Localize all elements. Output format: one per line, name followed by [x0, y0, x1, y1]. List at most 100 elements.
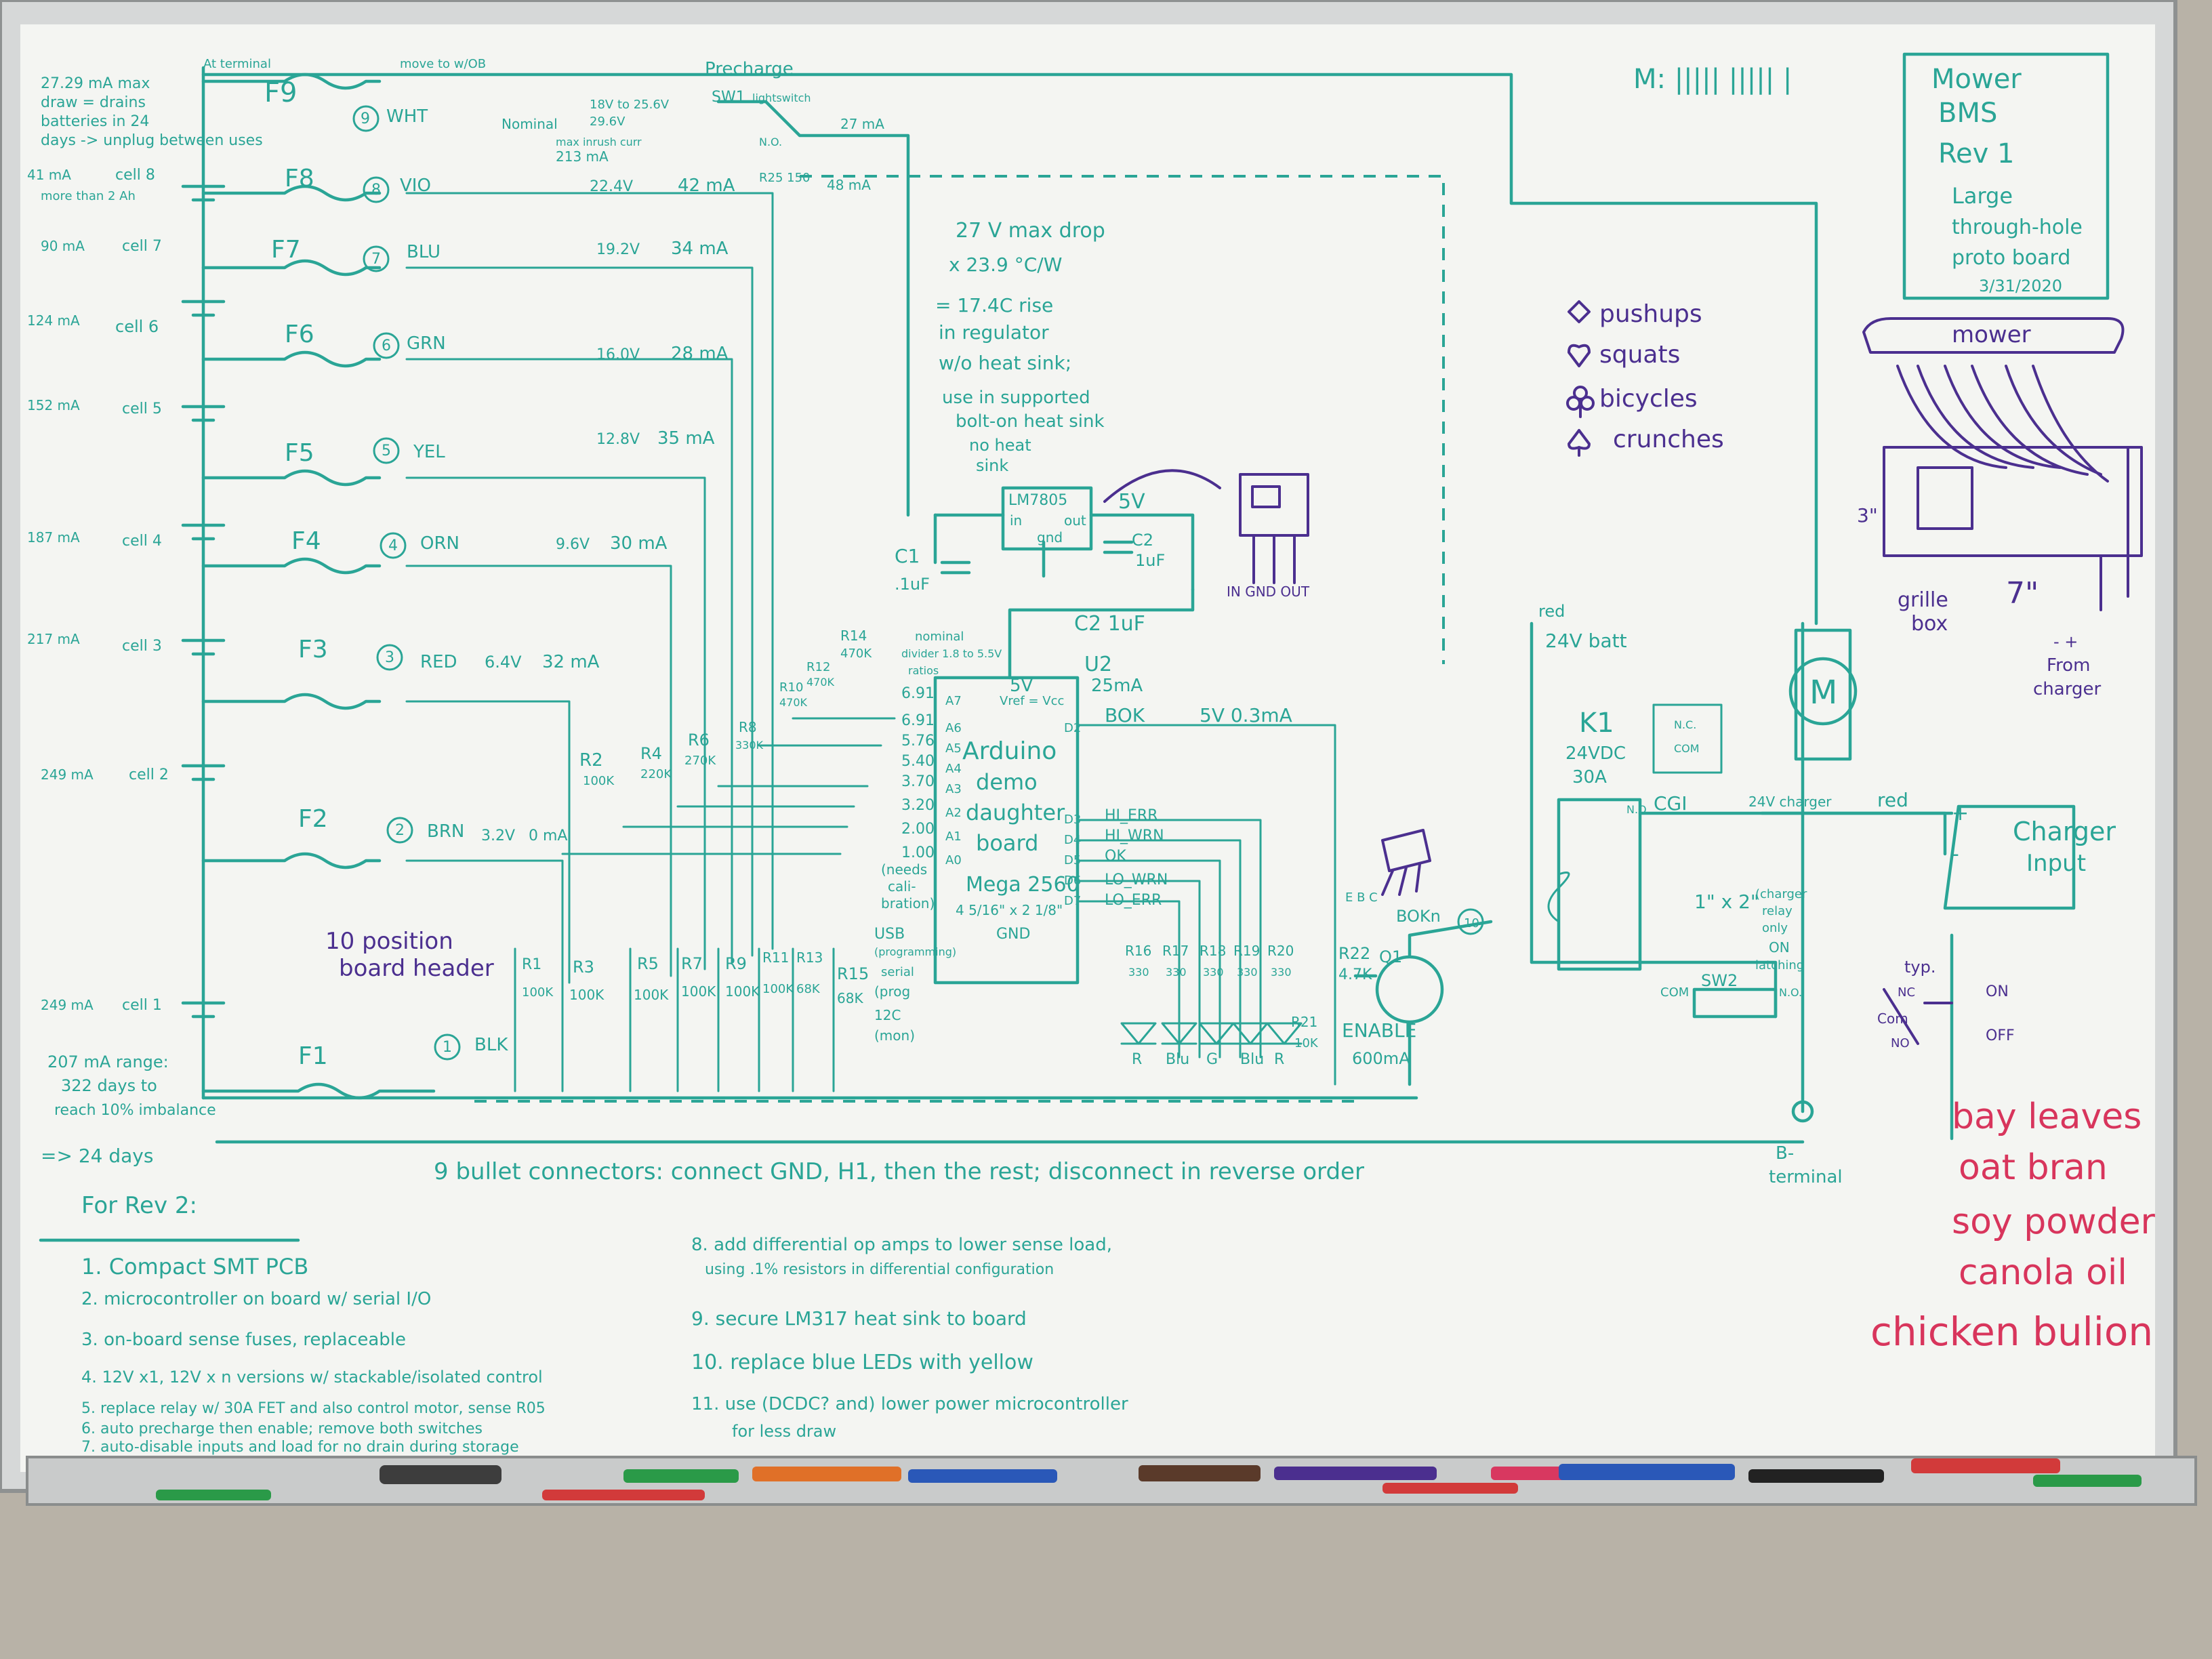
- arduino-u2i: 25mA: [1091, 676, 1143, 696]
- exercise-squats: squats: [1599, 341, 1680, 369]
- cell-5-label: cell 5: [122, 401, 162, 417]
- rev2-item-1: 1. Compact SMT PCB: [81, 1254, 308, 1279]
- cell-1-wire: BLK: [474, 1035, 508, 1055]
- bok-5v: 5V 0.3mA: [1200, 704, 1292, 726]
- sw2-com: COM: [1660, 985, 1689, 1000]
- top-note-2: draw = drains: [41, 94, 146, 111]
- cell-5-current: 35 mA: [657, 428, 715, 449]
- usb-1: USB: [874, 926, 905, 943]
- r4-name: R4: [640, 744, 662, 763]
- red-1: red: [1538, 602, 1565, 621]
- r4-val: 220K: [640, 767, 672, 781]
- reg-note-1: 27 V max drop: [956, 219, 1105, 243]
- needs-3: bration): [881, 895, 935, 912]
- title-date: 3/31/2020: [1979, 276, 2062, 295]
- relay-com: COM: [1674, 742, 1700, 755]
- arduino-board: [933, 676, 1080, 985]
- wht-wire: WHT: [386, 106, 428, 127]
- r20-val: 330: [1271, 966, 1292, 979]
- b-terminal-2: terminal: [1769, 1167, 1843, 1187]
- cell-2-current: 0 mA: [529, 827, 567, 844]
- usb-5: 12C: [874, 1007, 901, 1023]
- title-rev: Rev 1: [1938, 138, 2014, 169]
- sw2-note-5: latching: [1755, 958, 1804, 972]
- r9-val: 100K: [725, 983, 760, 1000]
- rev2-item-2: 2. microcontroller on board w/ serial I/…: [81, 1289, 431, 1309]
- led-3-color: G: [1206, 1051, 1218, 1068]
- needs-2: cali-: [888, 878, 916, 895]
- arduino-c2: C2 1uF: [1074, 612, 1145, 636]
- schematic-wires: [181, 66, 2076, 1144]
- divider-resistors-top: R2 100K R4 220K R6 270K R8 330K R10 470K…: [579, 660, 835, 788]
- cell-8-num: 8: [371, 182, 381, 199]
- marker-orange: [752, 1467, 901, 1481]
- rev2-title: For Rev 2:: [81, 1192, 197, 1219]
- r11-val: 100K: [762, 982, 794, 996]
- ok-signal: OK: [1105, 848, 1126, 865]
- cell-4-current: 30 mA: [610, 533, 668, 554]
- regulator-pinout-sketch: [1103, 469, 1309, 584]
- range-note-1: 207 mA range:: [47, 1052, 169, 1071]
- cell-8-row: 41 mA cell 8 more than 2 Ah F8 8 VIO 22.…: [27, 165, 735, 203]
- r7-val: 100K: [681, 983, 716, 1000]
- rev2-item-4: 4. 12V x1, 12V x n versions w/ stackable…: [81, 1368, 543, 1387]
- grocery-bay-leaves: bay leaves: [1952, 1097, 2142, 1137]
- arduino-title-3: daughter: [966, 800, 1065, 825]
- cell-7-row: 90 mA cell 7 F7 7 BLU 19.2V 34 mA: [41, 236, 729, 268]
- cell-5-wire: YEL: [413, 442, 445, 462]
- rev2-item-11: 11. use (DCDC? and) lower power microcon…: [691, 1394, 1128, 1414]
- grille-1: grille: [1898, 588, 1948, 612]
- i48-label: 48 mA: [827, 177, 871, 193]
- mower-label: mower: [1952, 321, 2031, 348]
- whiteboard-surface: [20, 24, 2155, 1472]
- title-through: through-hole: [1952, 216, 2083, 239]
- hi-wrn-signal: HI_WRN: [1105, 827, 1164, 844]
- marker-red-2: [1382, 1483, 1518, 1494]
- from-2: charger: [2033, 679, 2101, 699]
- title-large: Large: [1952, 183, 2013, 209]
- r22-val: 4.7K: [1338, 966, 1372, 983]
- a5-volts: 5.76: [901, 733, 935, 750]
- r18-name: R18: [1200, 943, 1226, 959]
- arduino-u2: U2: [1084, 653, 1112, 676]
- a5-pin: A5: [945, 741, 962, 756]
- r15-val: 68K: [837, 990, 863, 1006]
- charger-label-1: Charger: [2013, 817, 2116, 846]
- cell-8-label: cell 8: [115, 167, 155, 184]
- r3-val: 100K: [569, 987, 605, 1003]
- a6-volts: 6.91: [901, 712, 935, 729]
- charger-label-2: Input: [2026, 850, 2086, 877]
- cell-7-current: 34 mA: [671, 239, 729, 259]
- cell-6-row: 124 mA cell 6 F6 6 GRN 16.0V 28 mA: [27, 312, 729, 364]
- usb-3: serial: [881, 965, 914, 979]
- grocery-oat-bran: oat bran: [1959, 1147, 2108, 1188]
- sw2-note-4: ON: [1769, 939, 1790, 956]
- sw2-note-2: relay: [1762, 904, 1793, 918]
- rev2-item-7: 7. auto-disable inputs and load for no d…: [81, 1439, 519, 1456]
- sw2-note-1: (charger: [1755, 887, 1807, 901]
- reg-note-2: x 23.9 °C/W: [949, 253, 1062, 276]
- fuse-f1: F1: [298, 1042, 328, 1070]
- reg-note-3: = 17.4C rise: [935, 294, 1053, 316]
- batt-label: 24V batt: [1545, 630, 1627, 652]
- a7-volts: 6.91: [901, 685, 935, 702]
- r17-val: 330: [1166, 966, 1187, 979]
- divider-resistors-bottom: R1 100K R3 100K R5 100K R7 100K R9 100K …: [522, 949, 869, 1006]
- a4-volts: 5.40: [901, 753, 935, 770]
- motor-m: M: [1809, 674, 1837, 712]
- a3-volts: 3.70: [901, 773, 935, 790]
- r22-name: R22: [1338, 944, 1370, 963]
- grille-2: box: [1911, 612, 1948, 636]
- cell-8-extra: more than 2 Ah: [41, 189, 136, 203]
- r13-name: R13: [796, 949, 823, 966]
- rev2-item-3: 3. on-board sense fuses, replaceable: [81, 1330, 406, 1350]
- lo-wrn-signal: LO_WRN: [1105, 872, 1168, 888]
- q1-label: Q1: [1379, 947, 1402, 966]
- d6-pin: D6: [1064, 874, 1081, 888]
- mower-seven: 7": [2006, 576, 2039, 611]
- switch-no: NO: [1891, 1036, 1910, 1050]
- cell-8-current: 42 mA: [678, 176, 735, 196]
- lm7805-in: in: [1010, 512, 1022, 529]
- rev2-list-right: 8. add differential op amps to lower sen…: [691, 1235, 1128, 1441]
- wht-num: 9: [361, 110, 370, 127]
